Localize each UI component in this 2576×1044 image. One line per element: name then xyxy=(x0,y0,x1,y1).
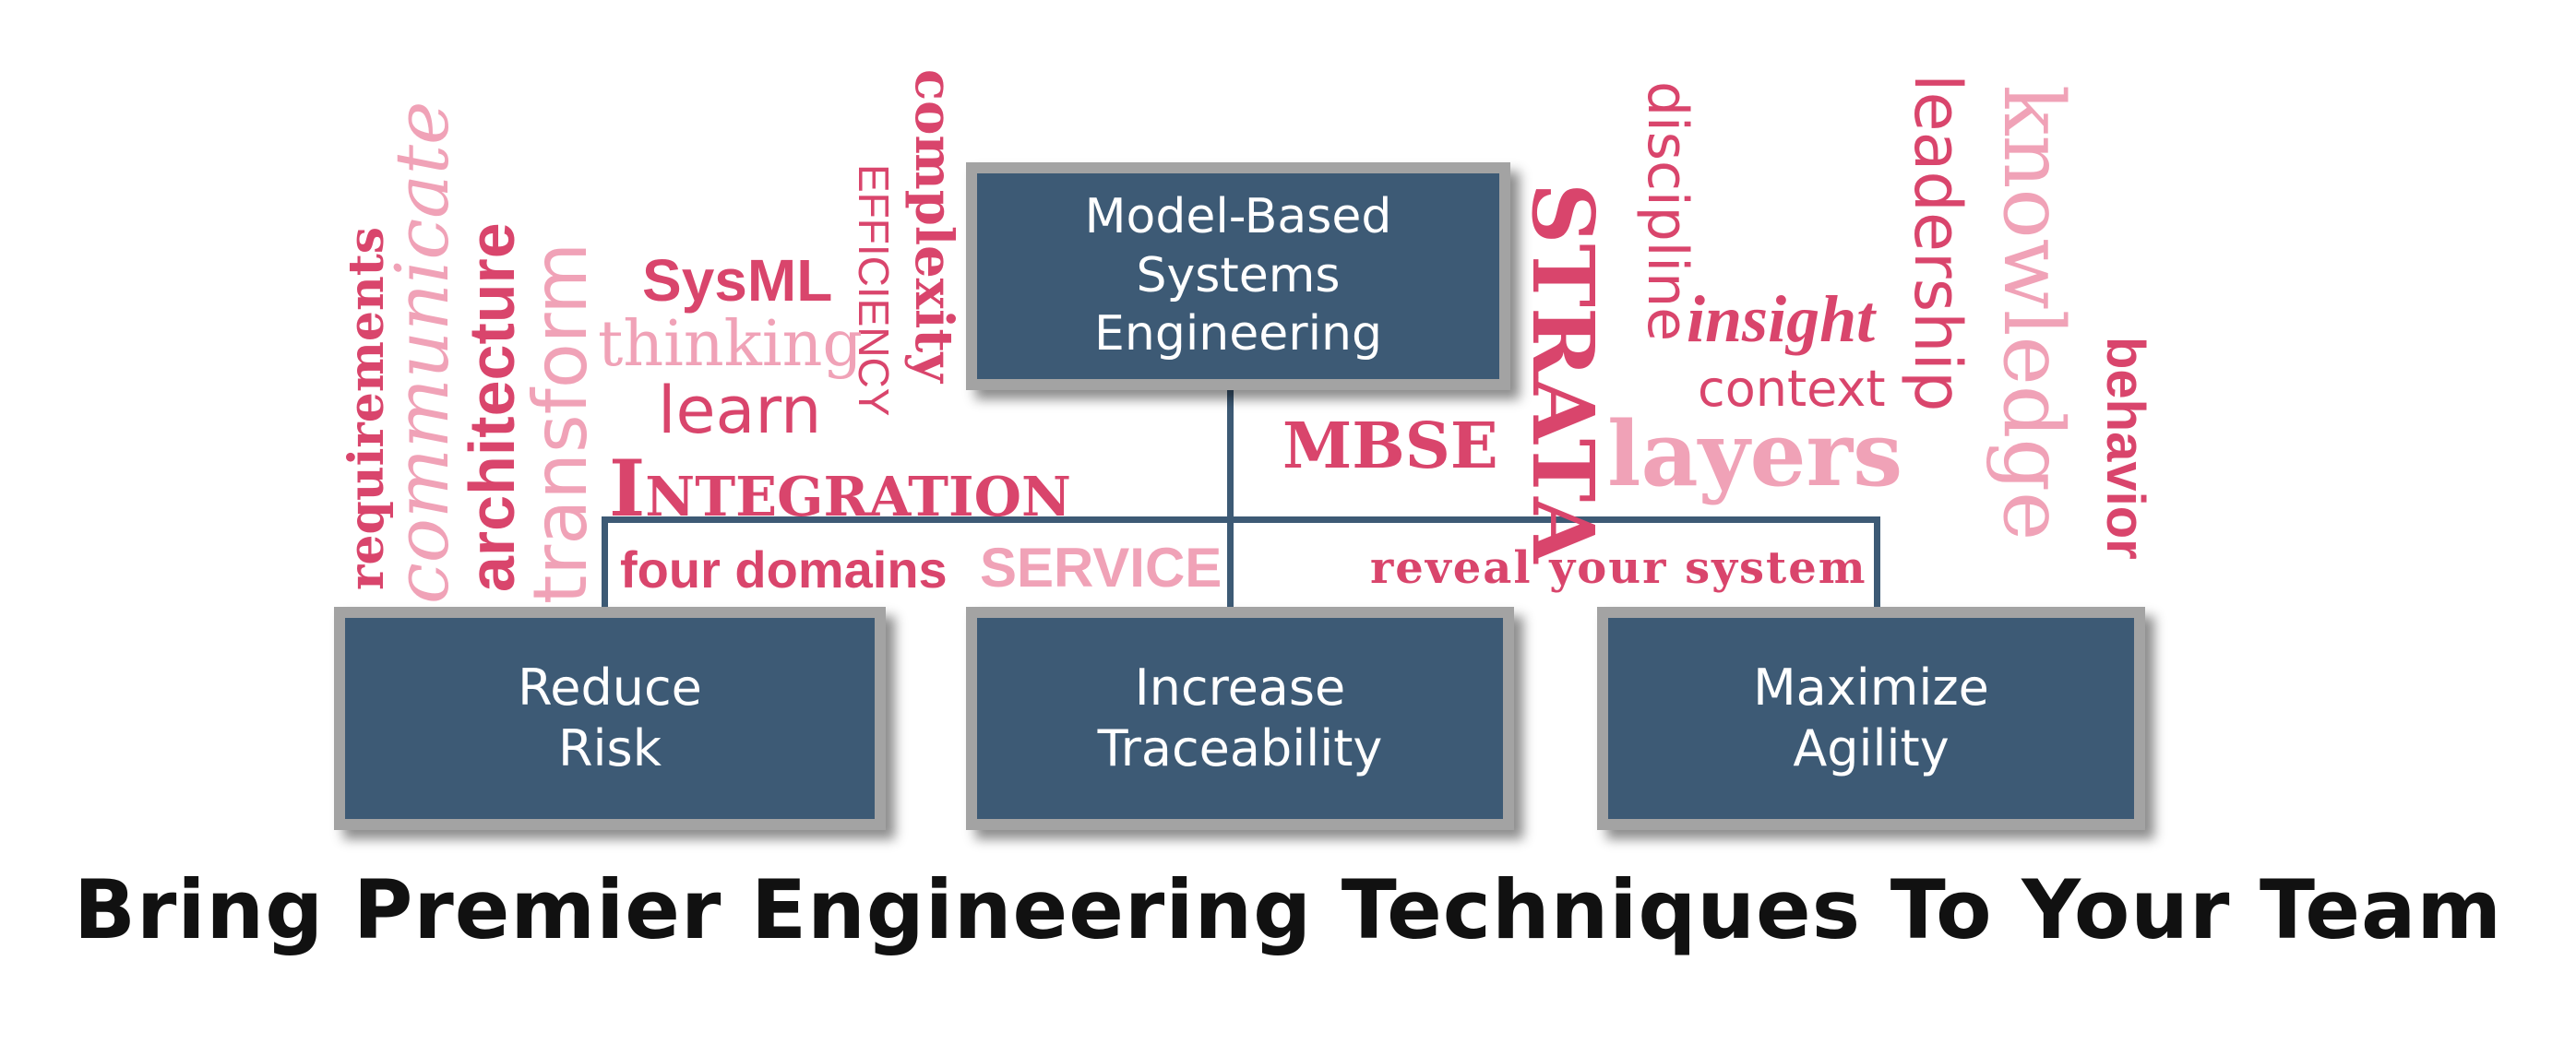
box-model-based-systems-engineering: Model-Based Systems Engineering xyxy=(966,162,1510,390)
word-context: context xyxy=(1698,360,1886,418)
word-strata: STRATA xyxy=(1513,183,1613,564)
word-leadership: leadership xyxy=(1900,74,1975,412)
word-knowledge: knowledge xyxy=(1985,85,2081,541)
connector-horizontal xyxy=(602,516,1880,523)
word-thinking: thinking xyxy=(598,308,863,381)
word-behavior: behavior xyxy=(2095,337,2155,560)
box-risk-line1: Reduce xyxy=(518,658,702,718)
connector-right-drop xyxy=(1874,516,1880,609)
word-integration: Integration xyxy=(609,443,1071,534)
word-mbse: MBSE xyxy=(1282,409,1498,483)
box-root-line3: Engineering xyxy=(1094,306,1382,362)
box-increase-traceability: Increase Traceability xyxy=(966,607,1514,830)
word-service: SERVICE xyxy=(980,537,1222,599)
box-reduce-risk: Reduce Risk xyxy=(334,607,886,830)
word-layers: layers xyxy=(1607,402,1903,506)
word-transform: transform xyxy=(518,242,603,604)
connector-root-stem xyxy=(1227,387,1234,609)
word-insight: insight xyxy=(1687,282,1876,356)
box-maximize-agility: Maximize Agility xyxy=(1597,607,2145,830)
box-traceability-line1: Increase xyxy=(1134,658,1346,718)
connector-left-drop xyxy=(602,516,608,609)
box-traceability-line2: Traceability xyxy=(1097,719,1383,777)
word-complexity: complexity xyxy=(903,69,964,383)
box-agility-line2: Agility xyxy=(1793,719,1950,777)
box-root-line1: Model-Based xyxy=(1084,189,1392,245)
word-sysml: SysML xyxy=(642,247,833,314)
word-learn: learn xyxy=(658,373,822,448)
word-architecture: architecture xyxy=(456,222,528,592)
word-four-domains: four domains xyxy=(620,540,948,599)
word-communicate: communicate xyxy=(379,101,465,604)
box-agility-line1: Maximize xyxy=(1753,658,1989,718)
tagline: Bring Premier Engineering Techniques To … xyxy=(73,862,2503,957)
word-reveal-your-system: reveal your system xyxy=(1370,542,1867,594)
box-risk-line2: Risk xyxy=(558,719,662,777)
box-root-line2: Systems xyxy=(1136,247,1341,303)
